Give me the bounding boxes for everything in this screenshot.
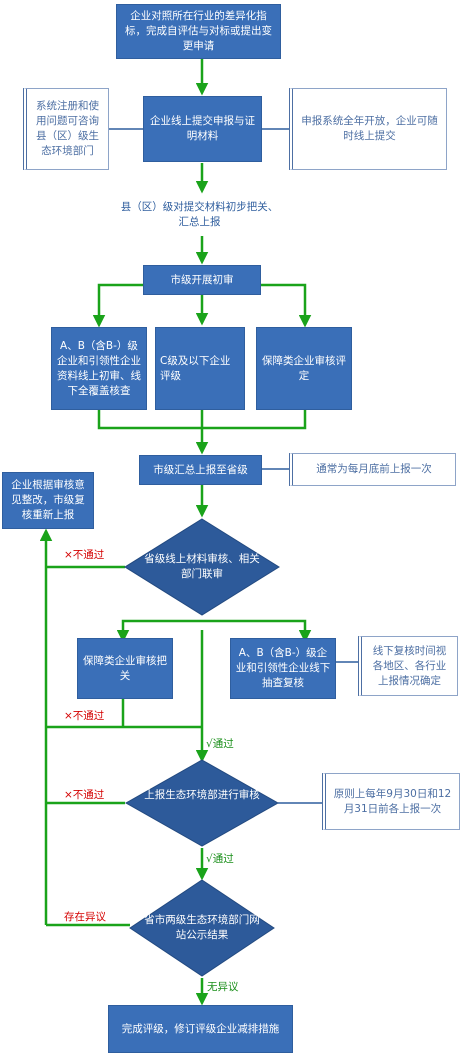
- branch-c-box: C级及以下企业评级: [155, 327, 245, 410]
- ab-spot-check-box: A、B（含B-）级企业和引领性企业线下抽查复核: [230, 638, 336, 699]
- city-summary-box: 市级汇总上报至省级: [139, 455, 262, 485]
- pass-label-ministry: √通过: [206, 853, 234, 865]
- note-monthly: 通常为每月底前上报一次: [289, 453, 456, 486]
- note-right: 申报系统全年开放，企业可随时线上提交: [289, 88, 447, 170]
- branch-ab-box: A、B（含B-）级企业和引领性企业资料线上初审、线下全覆盖核查: [51, 327, 147, 410]
- city-review-box: 市级开展初审: [143, 265, 261, 295]
- pass-label-spot-check: √通过: [206, 738, 234, 750]
- note-deadline: 原则上每年9月30日和12月31日前各上报一次: [322, 773, 460, 830]
- note-recheck: 线下复核时间视各地区、各行业上报情况确定: [358, 636, 458, 696]
- note-left: 系统注册和使用问题可咨询县（区）级生态环境部门: [23, 88, 109, 170]
- start-box: 企业对照所在行业的差异化指标，完成自评估与对标或提出变更申请: [116, 4, 281, 59]
- guarantee-check-box: 保障类企业审核把关: [77, 638, 173, 699]
- county-box: 县（区）级对提交材料初步把关、汇总上报: [116, 194, 283, 235]
- publish-diamond: [129, 879, 275, 977]
- publish-text: 省市两级生态环境部门网站公示结果: [144, 914, 260, 941]
- ministry-review-text: 上报生态环境部进行审核: [144, 789, 260, 801]
- finish-box: 完成评级，修订评级企业减排措施: [108, 1005, 293, 1053]
- objection-label: 存在异议: [64, 911, 106, 923]
- rectify-box: 企业根据审核意见整改，市级复核重新上报: [2, 472, 94, 529]
- branch-guarantee-box: 保障类企业审核评定: [256, 327, 352, 410]
- no-objection-label: 无异议: [207, 981, 239, 993]
- fail-label-province: ×不通过: [64, 549, 105, 561]
- province-review-diamond: [124, 518, 280, 616]
- fail-label-spot-check: ×不通过: [64, 710, 105, 722]
- fail-label-ministry: ×不通过: [64, 789, 105, 801]
- ministry-review-diamond: [124, 759, 280, 847]
- province-review-text: 省级线上材料审核、相关部门联审: [144, 553, 260, 580]
- submit-box: 企业线上提交申报与证明材料: [143, 96, 262, 162]
